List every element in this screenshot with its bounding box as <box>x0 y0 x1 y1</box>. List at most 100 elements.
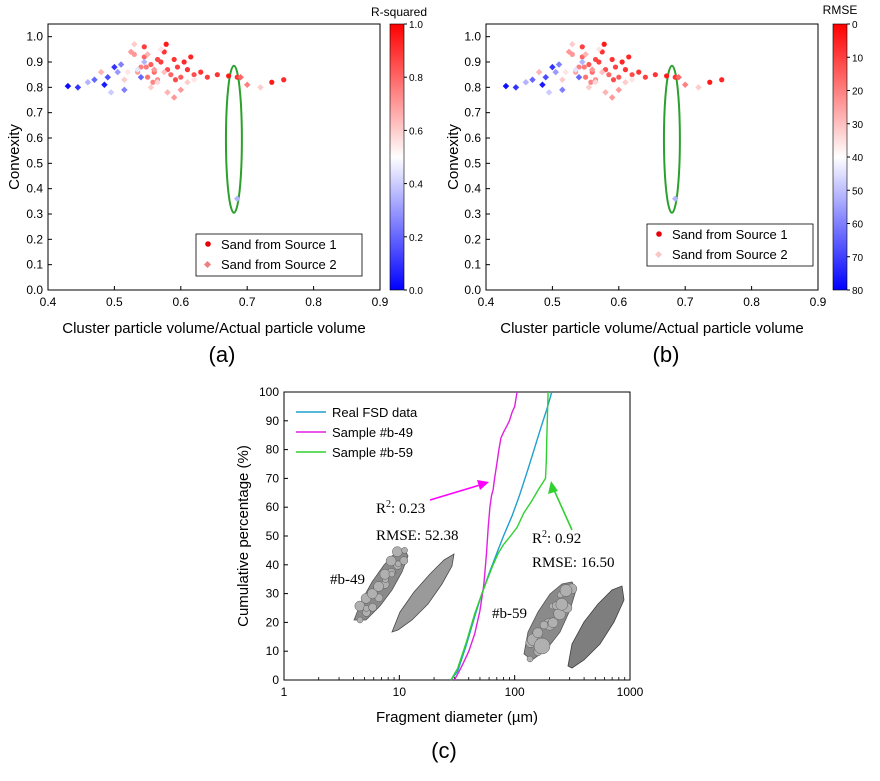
data-point-source1 <box>164 67 171 73</box>
data-point-source2 <box>602 89 609 96</box>
data-point-source2 <box>117 61 125 68</box>
data-point-source2 <box>97 68 105 76</box>
annotation-r2-b59: R2: 0.92 <box>532 529 581 547</box>
x-tick-label: 0.8 <box>743 295 760 309</box>
colorbar-tick-label: 0.2 <box>409 233 423 244</box>
particle-sphere <box>399 556 409 565</box>
x-tick-label: 10 <box>393 685 407 699</box>
particle-sphere <box>388 570 396 578</box>
legend-marker-source1 <box>656 231 662 237</box>
y-tick-label: 0.2 <box>26 232 43 246</box>
data-point-source1 <box>145 74 151 80</box>
panel-label-a: (a) <box>209 342 236 367</box>
data-point-source1 <box>181 59 187 65</box>
data-point-source2 <box>545 89 553 96</box>
data-point-source2 <box>170 94 178 101</box>
particle-sphere <box>392 546 403 557</box>
particle-sphere <box>385 555 397 567</box>
data-point-source1 <box>178 74 184 80</box>
colorbar-tick-label: 0 <box>852 20 858 31</box>
data-point-source2 <box>160 68 168 76</box>
data-point-source2 <box>615 86 623 94</box>
colorbar <box>389 23 405 291</box>
data-point-source2 <box>184 79 191 86</box>
data-point-source1 <box>226 73 232 79</box>
x-tick-label: 0.9 <box>810 295 827 309</box>
data-point-source2 <box>74 84 82 91</box>
data-point-source1 <box>626 54 632 60</box>
particle-sphere <box>379 569 391 580</box>
data-point-source1 <box>569 51 575 58</box>
data-point-source1 <box>138 64 144 70</box>
y-tick-label: 0.7 <box>26 106 43 120</box>
data-point-source2 <box>559 86 566 94</box>
particle-sphere <box>356 616 364 624</box>
data-point-source2 <box>137 73 145 81</box>
colorbar-tick-label: 20 <box>852 87 864 98</box>
particle-sphere <box>363 605 370 612</box>
data-point-source2 <box>131 41 138 48</box>
data-point-source2 <box>91 76 98 83</box>
panel-label-b: (b) <box>653 342 680 367</box>
data-point-source2 <box>585 84 593 91</box>
particle-sphere <box>559 584 573 597</box>
data-point-source2 <box>141 58 148 66</box>
data-point-source1 <box>579 54 585 60</box>
y-tick-label: 0.3 <box>464 207 481 221</box>
y-tick-label: 1.0 <box>26 30 43 44</box>
legend-item-source1: Sand from Source 1 <box>221 237 337 252</box>
y-tick-label: 90 <box>266 414 280 428</box>
legend-item-b59: Sample #b-59 <box>332 445 413 460</box>
annotation-rmse-b49: RMSE: 52.38 <box>376 528 459 544</box>
data-point-source2 <box>147 84 155 91</box>
particle-spheres <box>525 583 578 663</box>
colorbar-tick-label: 80 <box>852 286 864 297</box>
data-point-source1 <box>581 64 587 70</box>
y-tick-label: 0.9 <box>464 55 481 69</box>
data-point-source1 <box>172 77 179 83</box>
y-tick-label: 80 <box>266 443 280 457</box>
colorbar-ticks: 1.00.80.60.40.20.0 <box>404 20 423 297</box>
data-point-source1 <box>592 56 599 63</box>
data-point-source2 <box>675 73 682 81</box>
colorbar-tick-label: 0.4 <box>409 180 423 191</box>
data-point-source1 <box>576 64 582 70</box>
data-point-source2 <box>134 66 141 73</box>
data-point-source1 <box>143 64 149 70</box>
particle-inset-b49: #b-49 <box>330 546 455 633</box>
annotation-arrowhead-b59 <box>548 481 558 494</box>
y-tick-label: 0.4 <box>26 182 43 196</box>
data-point-source2 <box>522 79 530 86</box>
panel-label-c: (c) <box>431 738 457 763</box>
data-point-source2 <box>101 81 108 89</box>
data-point-source1 <box>161 49 167 55</box>
colorbar <box>832 23 848 291</box>
data-point-source1 <box>652 72 658 78</box>
legend-item-source2: Sand from Source 2 <box>672 247 788 262</box>
plot-area-frame <box>485 23 819 291</box>
y-tick-label: 0.8 <box>464 80 481 94</box>
particle-mesh-image <box>391 553 455 633</box>
data-point-source1 <box>269 79 275 85</box>
x-tick-label: 0.4 <box>478 295 495 309</box>
data-point-source1 <box>131 51 137 58</box>
data-point-source1 <box>636 69 642 75</box>
data-point-source2 <box>237 73 244 81</box>
data-point-source2 <box>512 84 520 91</box>
x-axis-label: Cluster particle volume/Actual particle … <box>62 320 365 337</box>
data-point-source2 <box>157 46 165 53</box>
x-tick-label: 0.4 <box>40 295 57 309</box>
series-line-sample-b49 <box>453 391 518 681</box>
legend-marker-source2 <box>203 260 212 269</box>
data-point-source2 <box>127 48 135 56</box>
colorbar-title: RMSE <box>823 3 858 17</box>
colorbar-tick-label: 60 <box>852 220 864 231</box>
particle-sphere <box>373 581 384 592</box>
data-point-source1 <box>171 56 177 63</box>
data-point-source1 <box>198 69 204 75</box>
series-line-real-fsd <box>450 391 553 681</box>
data-point-source1 <box>616 74 622 80</box>
